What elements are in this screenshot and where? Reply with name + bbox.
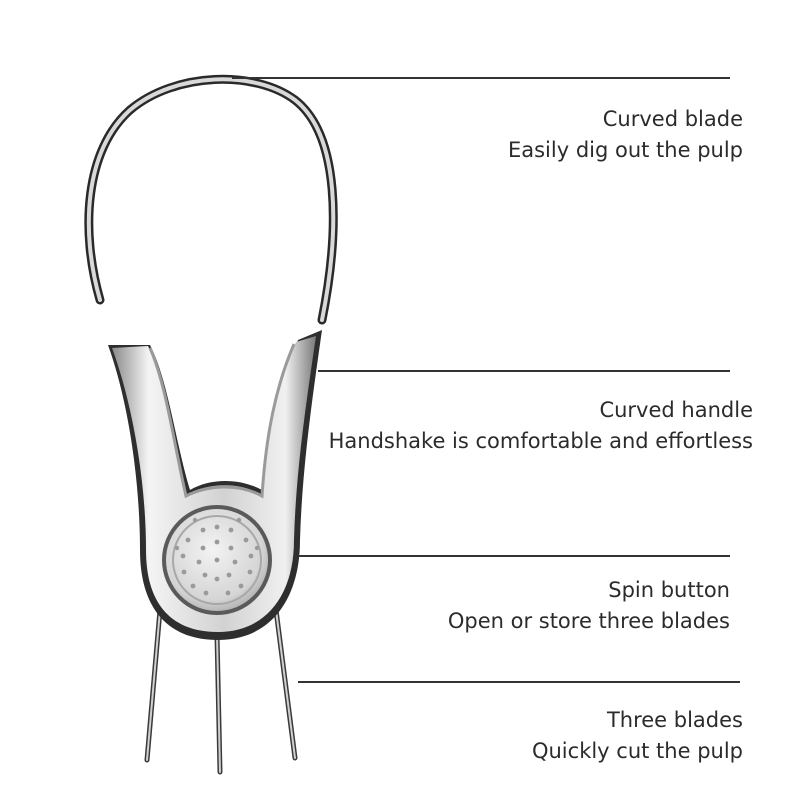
callout-title: Spin button [608, 578, 730, 602]
callout-line-curved-blade [232, 77, 730, 79]
callout-description: Open or store three blades [447, 609, 730, 633]
callout-description: Quickly cut the pulp [531, 739, 743, 763]
three-blades [144, 607, 298, 775]
callout-line-three-blades [298, 681, 740, 683]
callout-three-blades: Three blades Quickly cut the pulp [532, 705, 743, 767]
callout-title: Curved blade [602, 107, 743, 131]
callout-description: Easily dig out the pulp [507, 138, 743, 162]
callout-title: Three blades [606, 708, 743, 732]
callout-curved-blade: Curved blade Easily dig out the pulp [508, 104, 743, 166]
callout-curved-handle: Curved handle Handshake is comfortable a… [329, 395, 753, 457]
callout-description: Handshake is comfortable and effortless [328, 429, 753, 453]
callout-line-spin-button [298, 555, 730, 557]
spin-button [162, 505, 272, 615]
callout-line-curved-handle [318, 370, 730, 372]
callout-title: Curved handle [599, 398, 753, 422]
callout-spin-button: Spin button Open or store three blades [448, 575, 730, 637]
